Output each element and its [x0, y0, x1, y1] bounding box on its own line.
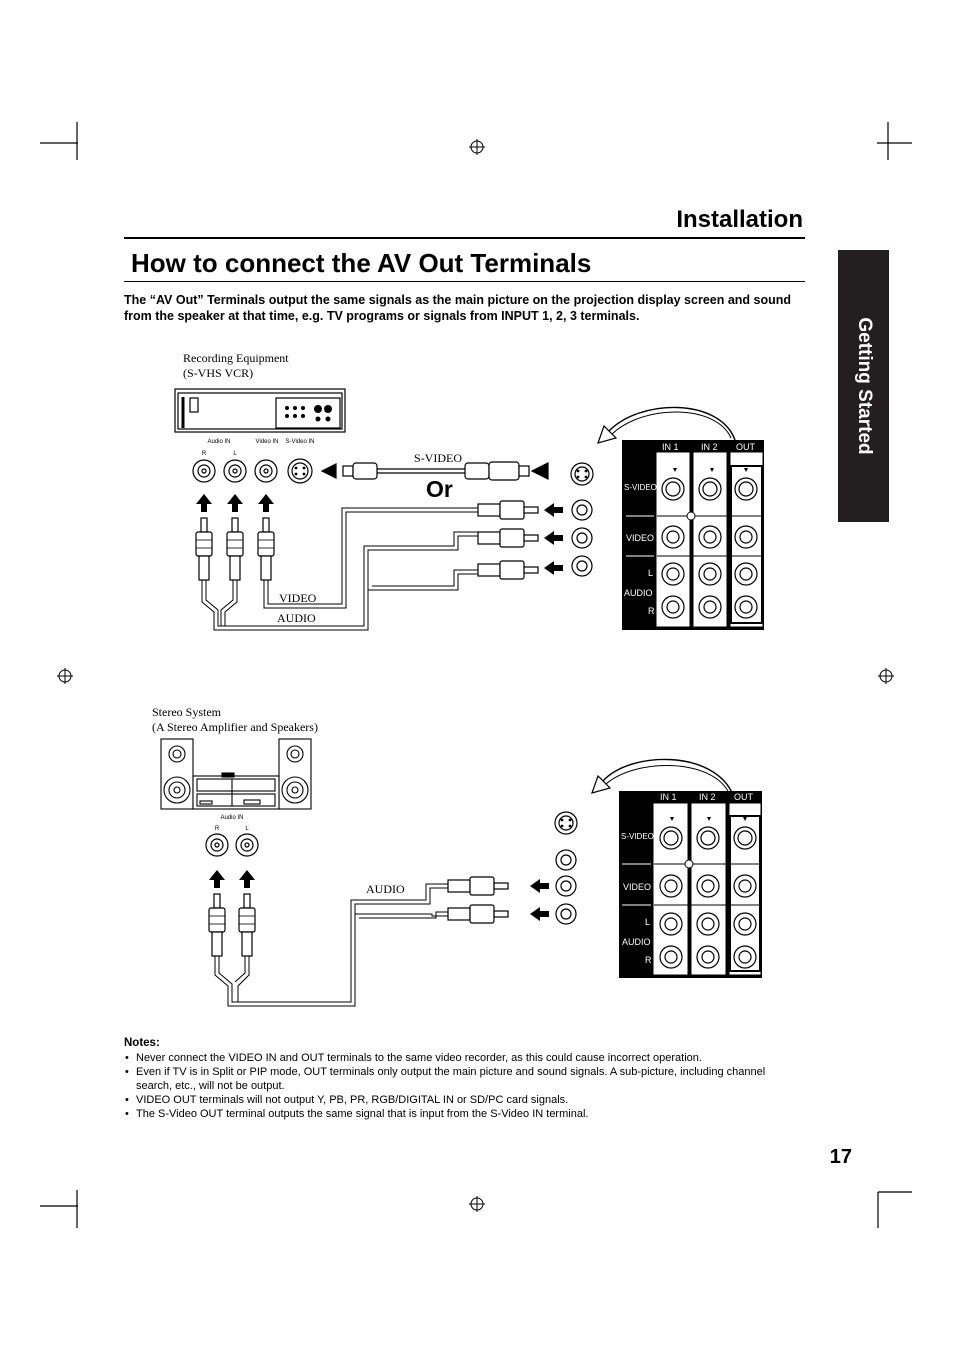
- label-svideo: S-VIDEO: [624, 483, 657, 492]
- audio-cable-label: AUDIO: [366, 882, 405, 896]
- label-video-in: Video IN: [256, 439, 279, 445]
- label-audio: Audio IN: [207, 439, 230, 445]
- label-l: L: [233, 451, 237, 457]
- terminal-panel: IN 1 IN 2 OUT S-VIDEO VIDEO L AUDIO R: [619, 791, 762, 978]
- label-out: OUT: [734, 792, 754, 802]
- or-label: Or: [426, 476, 453, 502]
- title-underline: [124, 281, 805, 282]
- label-svideo-in: S-Video IN: [286, 439, 315, 445]
- label-r: R: [645, 955, 652, 965]
- notes-section: Notes: Never connect the VIDEO IN and OU…: [124, 1036, 804, 1121]
- registration-mark-icon: [57, 139, 894, 1212]
- label-in2: IN 2: [699, 792, 716, 802]
- page-number: 17: [829, 1146, 852, 1168]
- label-in1: IN 1: [662, 442, 679, 452]
- vcr-icon: [174, 388, 346, 433]
- note-item: The S-Video OUT terminal outputs the sam…: [124, 1107, 804, 1121]
- note-item: Never connect the VIDEO IN and OUT termi…: [124, 1051, 804, 1065]
- label-l: L: [648, 568, 653, 578]
- label-in2: IN 2: [701, 442, 718, 452]
- arrow-up-icon: [209, 870, 255, 888]
- label-video: VIDEO: [626, 533, 654, 543]
- section-title: Installation: [676, 206, 803, 233]
- video-cable-label: VIDEO: [279, 591, 317, 605]
- stereo-sublabel: (A Stereo Amplifier and Speakers): [152, 720, 318, 734]
- title-rule: [124, 237, 805, 239]
- stereo-system-icon: [160, 738, 312, 810]
- label-out: OUT: [736, 442, 756, 452]
- label-video: VIDEO: [623, 882, 651, 892]
- label-audio: Audio IN: [220, 815, 243, 821]
- terminal-panel: IN 1 IN 2 OUT S-VIDEO VIDEO L AUDIO R: [622, 440, 764, 630]
- label-r: R: [648, 606, 655, 616]
- notes-list: Never connect the VIDEO IN and OUT termi…: [124, 1051, 804, 1121]
- svideo-cable-label: S-VIDEO: [414, 451, 462, 465]
- note-item: Even if TV is in Split or PIP mode, OUT …: [124, 1065, 804, 1093]
- curved-arrow-icon: [591, 774, 612, 794]
- intro-paragraph: The “AV Out” Terminals output the same s…: [124, 293, 792, 323]
- arrow-up-icon: [196, 494, 274, 512]
- label-l: L: [645, 917, 650, 927]
- audio-cable-label: AUDIO: [277, 611, 316, 625]
- label-r: R: [202, 451, 207, 457]
- curved-arrow-icon: [597, 424, 618, 444]
- arrow-left-icon: [530, 879, 549, 921]
- label-audio: AUDIO: [622, 937, 651, 947]
- label-svideo: S-VIDEO: [621, 832, 654, 841]
- stereo-label: Stereo System: [152, 705, 221, 719]
- notes-heading: Notes:: [124, 1037, 160, 1049]
- page-title: How to connect the AV Out Terminals: [131, 248, 592, 278]
- label-l: L: [245, 826, 249, 832]
- vcr-sublabel: (S-VHS VCR): [183, 366, 254, 380]
- label-audio: AUDIO: [624, 588, 653, 598]
- side-tab: Getting Started: [838, 250, 889, 522]
- arrow-left-icon: [544, 503, 563, 575]
- vcr-label: Recording Equipment: [183, 351, 289, 365]
- note-item: VIDEO OUT terminals will not output Y, P…: [124, 1093, 804, 1107]
- svideo-cable: [320, 461, 549, 481]
- label-r: R: [215, 826, 220, 832]
- label-in1: IN 1: [660, 792, 677, 802]
